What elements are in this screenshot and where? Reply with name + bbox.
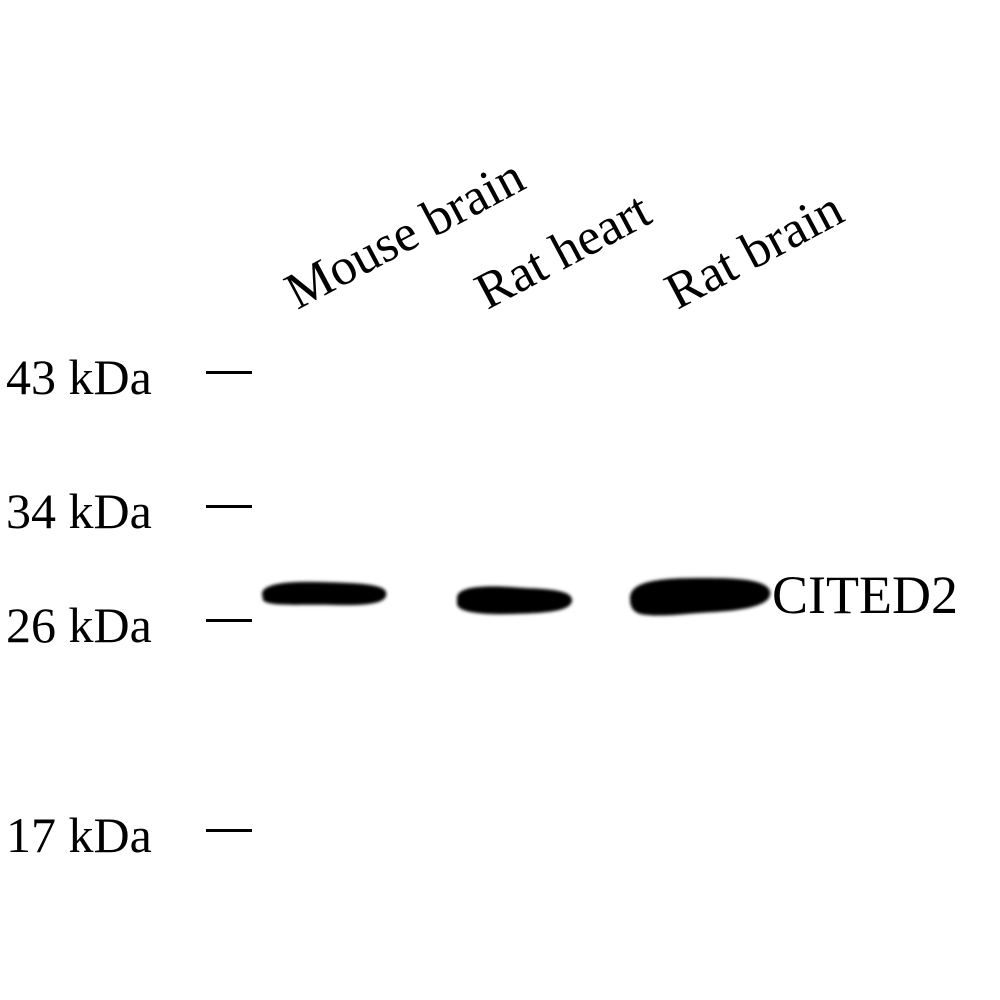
marker-label-17kda: 17 kDa — [6, 807, 152, 863]
band-rat-brain — [630, 578, 771, 616]
band-rat-heart — [457, 586, 572, 615]
marker-tick-34kda — [206, 505, 252, 508]
marker-tick-43kda — [206, 371, 252, 374]
marker-label-43kda: 43 kDa — [6, 349, 152, 405]
band-mouse-brain — [262, 581, 387, 606]
marker-tick-17kda — [206, 829, 252, 832]
marker-tick-26kda — [206, 619, 252, 622]
target-protein-label: CITED2 — [772, 565, 958, 625]
marker-label-26kda: 26 kDa — [6, 597, 152, 653]
marker-label-34kda: 34 kDa — [6, 483, 152, 539]
